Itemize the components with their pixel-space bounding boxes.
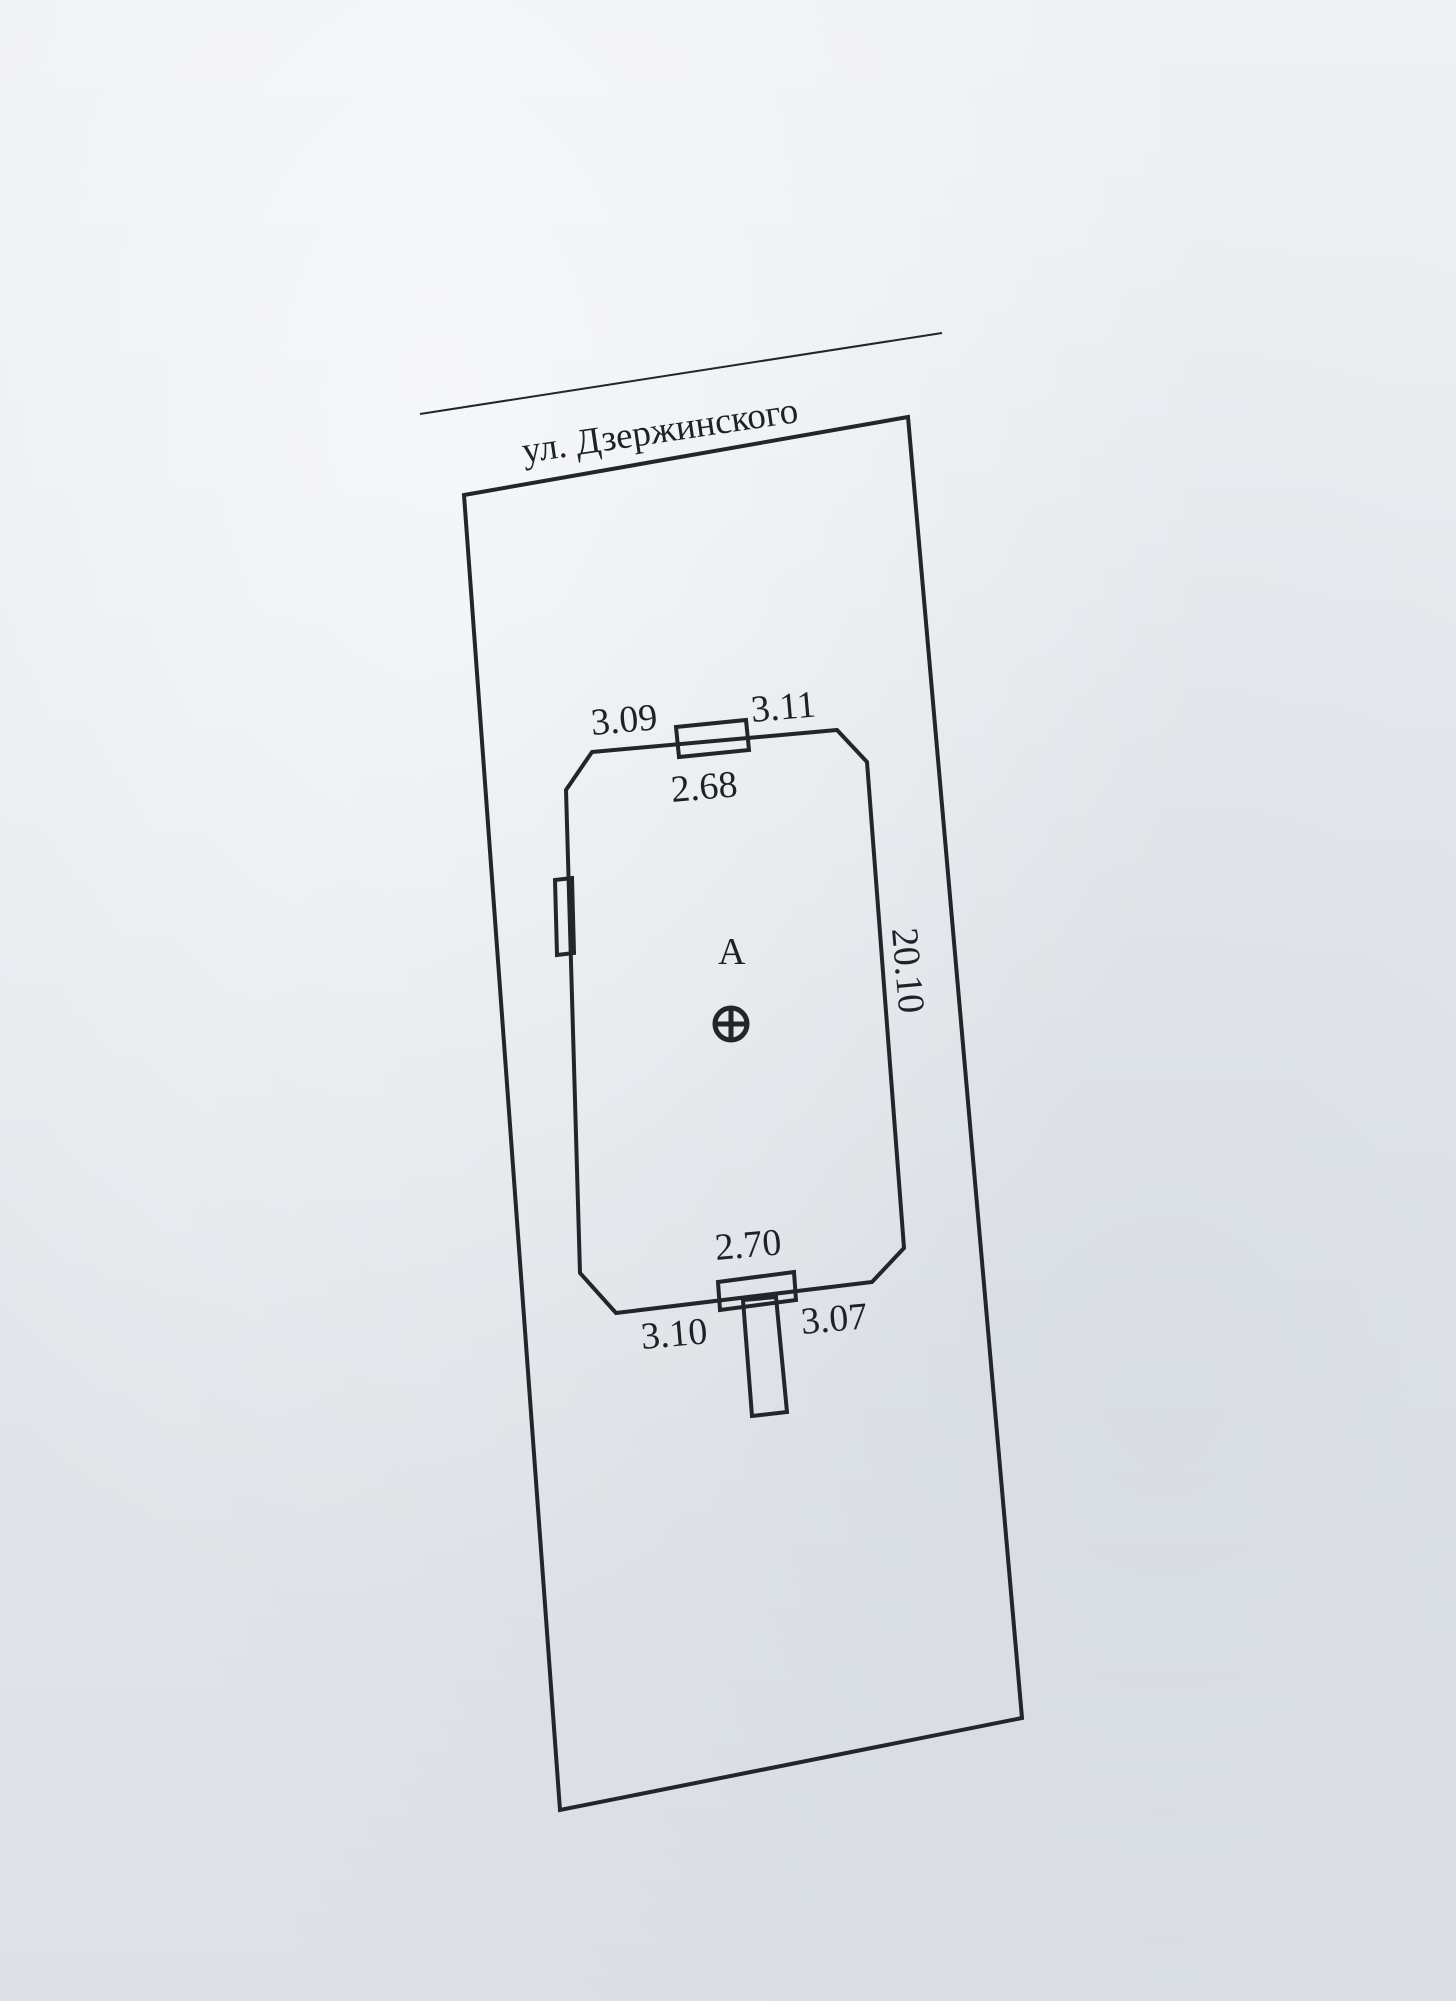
dim-top-right: 3.11 [749, 683, 818, 731]
left-annex [552, 875, 577, 958]
plot-boundary [461, 414, 1025, 1813]
dim-bottom-right: 3.07 [799, 1295, 869, 1343]
dim-top-left: 3.09 [589, 696, 659, 744]
bottom-walkway [740, 1294, 790, 1419]
dim-top-porch: 2.68 [669, 763, 739, 811]
dim-right-side: 20.10 [883, 926, 932, 1015]
building-outline [563, 727, 907, 1316]
building-label: А [718, 931, 746, 973]
crosshair-circle-icon [712, 1005, 750, 1043]
street-line [419, 332, 943, 415]
dim-bottom-porch: 2.70 [713, 1221, 783, 1269]
dim-bottom-left: 3.10 [639, 1310, 709, 1358]
bottom-porch [715, 1269, 799, 1313]
top-porch [673, 717, 752, 760]
